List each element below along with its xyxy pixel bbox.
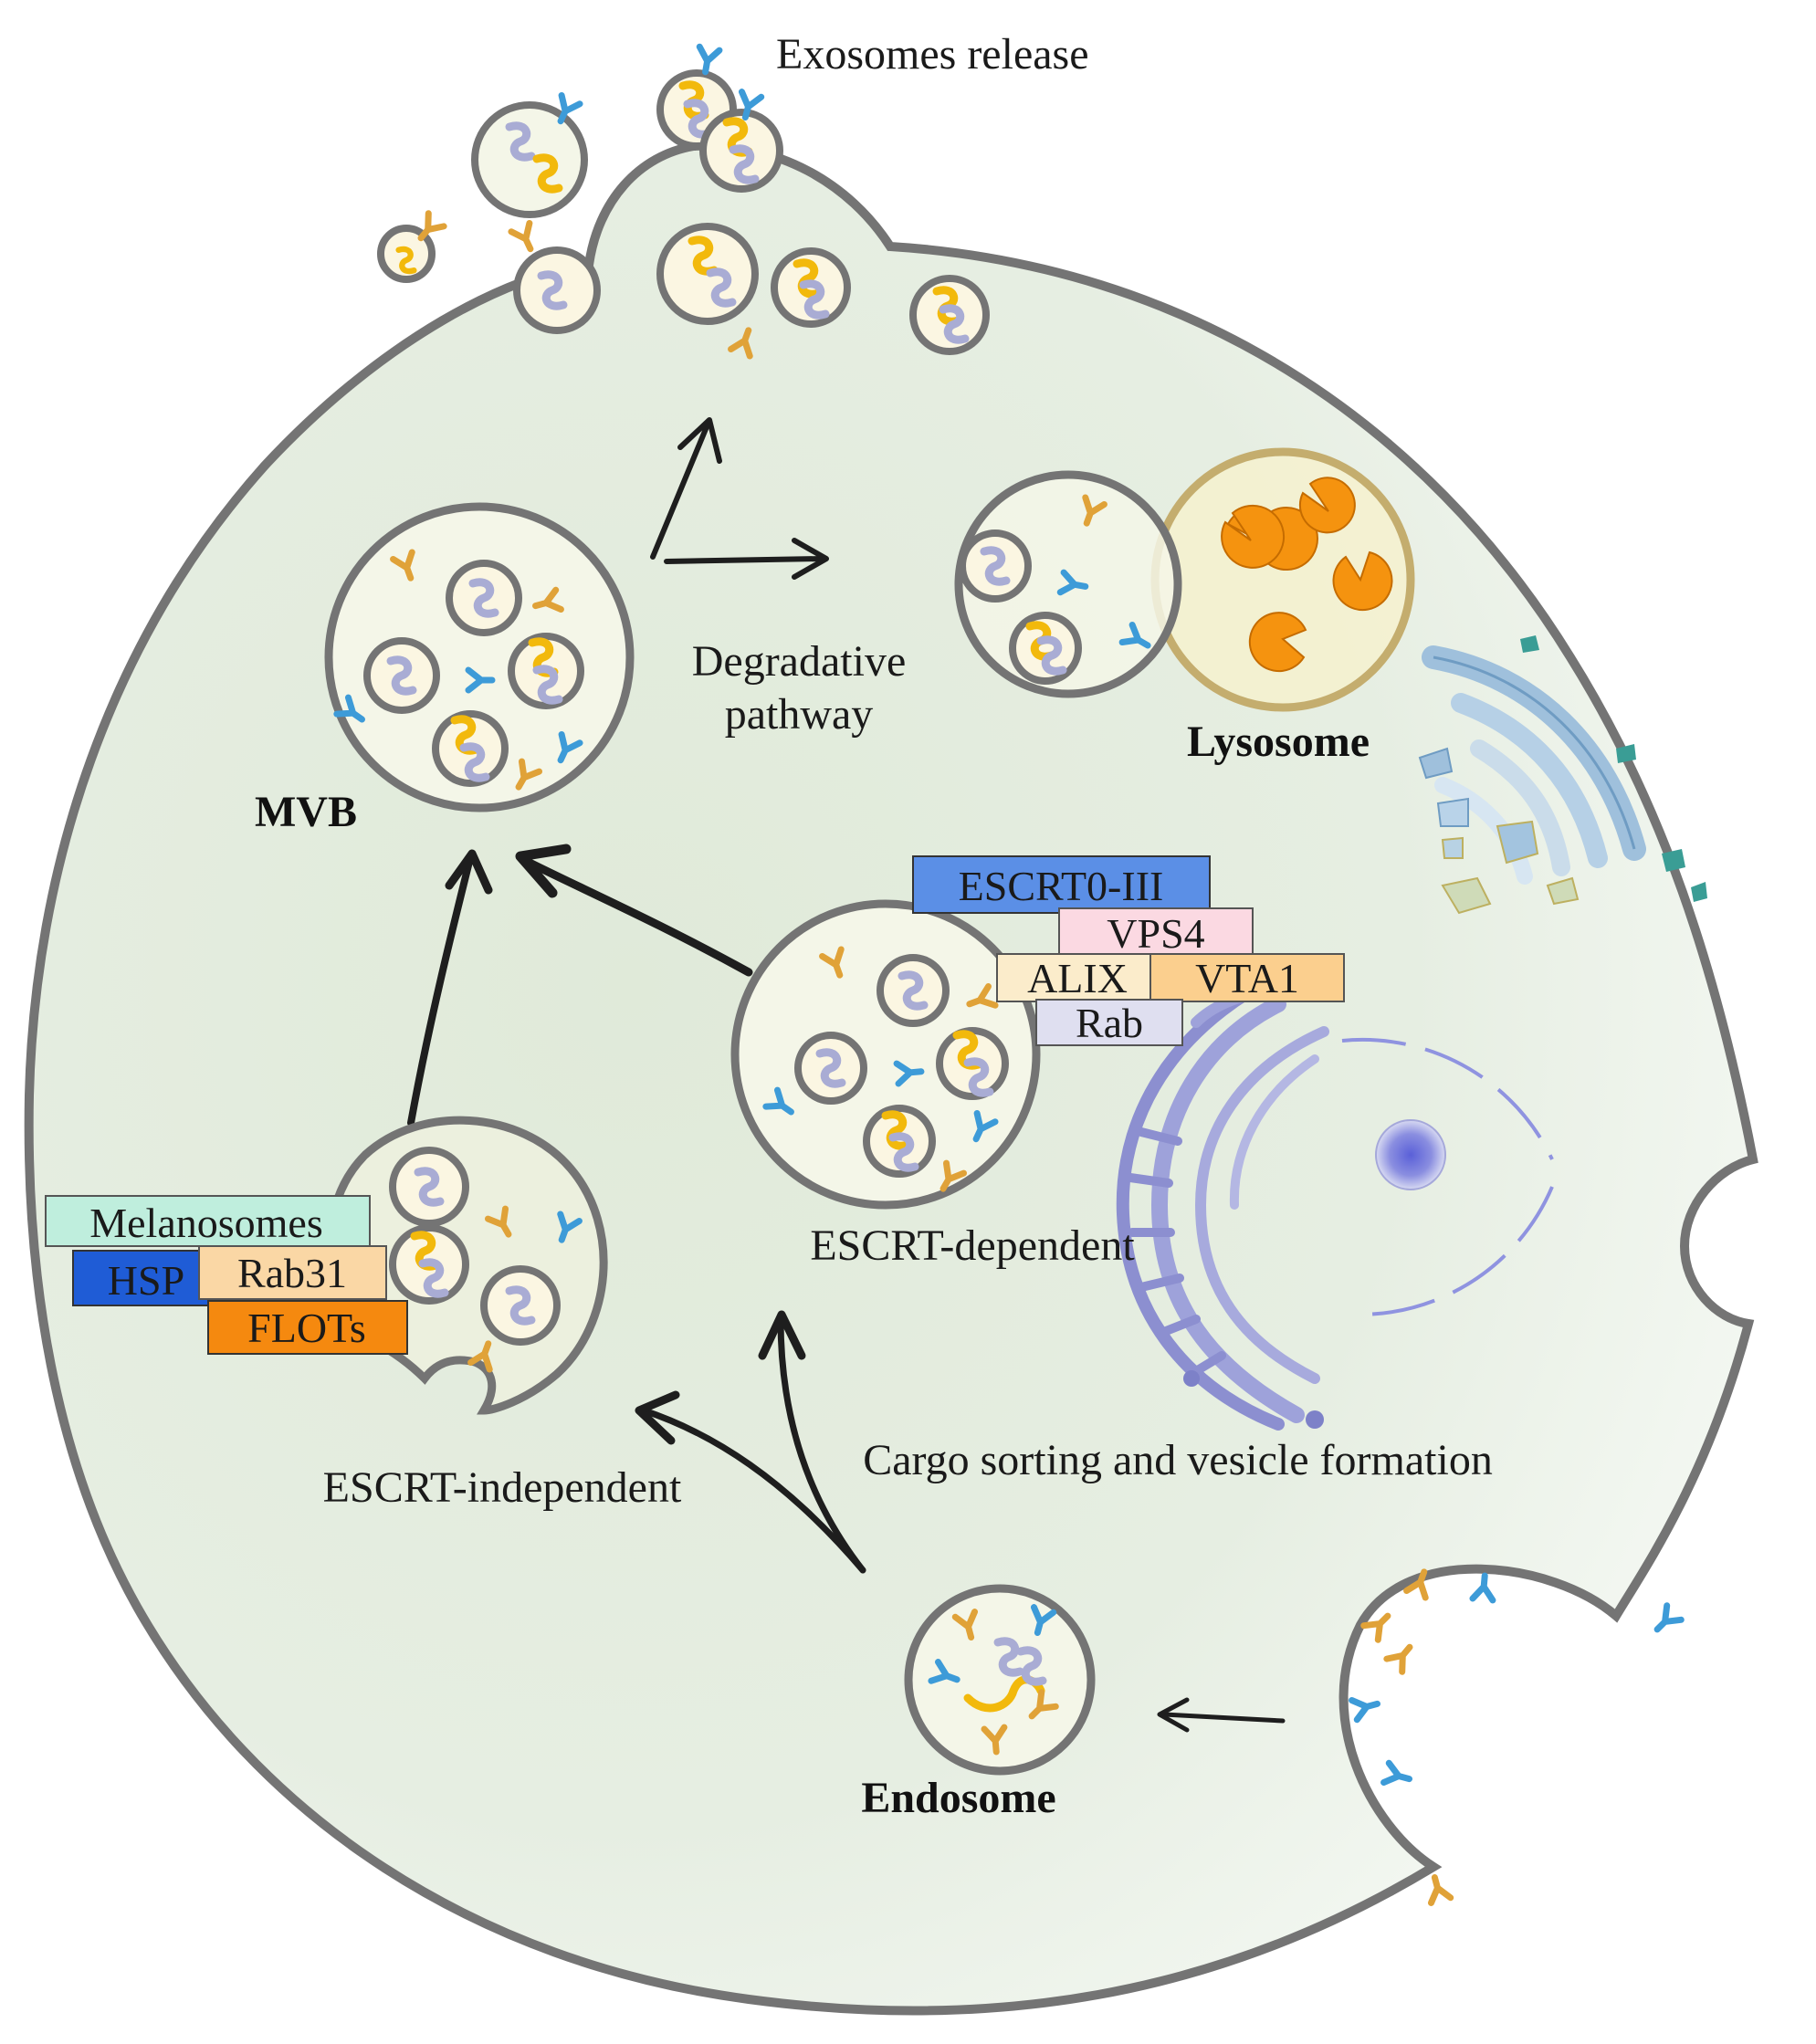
- arrow-to-escrt-independent: [640, 1407, 866, 1574]
- arrow-to-exosomes: [650, 422, 710, 560]
- arrow-to-endosome: [1161, 1712, 1286, 1724]
- hsp-label: HSP: [108, 1257, 184, 1304]
- arrowhead-to-exosomes: [677, 417, 722, 464]
- vta1-box: [1149, 953, 1345, 1002]
- endoplasmic-reticulum: [1116, 961, 1329, 1431]
- exosome-release-cluster: [377, 47, 990, 356]
- arrowhead-to-lysosome: [792, 538, 829, 580]
- degradative-label-line1: Degradative: [692, 637, 907, 686]
- pathway-arrows: [407, 417, 1286, 1733]
- golgi-apparatus: [1418, 635, 1707, 915]
- arrowhead-to-escrt-independent: [635, 1390, 680, 1445]
- arrow-to-lysosome: [664, 556, 824, 564]
- mvb-label: MVB: [255, 788, 357, 836]
- mvb-fusing-lysosome: [954, 470, 1182, 698]
- degradative-label-line2: pathway: [725, 690, 874, 739]
- escrt0-iii-box: [912, 855, 1211, 914]
- lysosome-enzymes: [1221, 477, 1393, 673]
- rab-label: Rab: [1076, 1000, 1143, 1046]
- arrowhead-to-endosome: [1157, 1697, 1190, 1733]
- lysosome-label: Lysosome: [1187, 718, 1370, 766]
- escrt-dependent-factors: ESCRT0-III VPS4 ALIX VTA1 Rab: [912, 855, 1345, 1046]
- arrowhead-escrt-dep-to-mvb: [515, 844, 572, 898]
- escrt-dependent-body: [730, 899, 1041, 1210]
- arrow-to-escrt-dependent: [777, 1315, 866, 1574]
- alix-box: [996, 953, 1158, 1002]
- melanosomes-box: [45, 1195, 371, 1247]
- vta1-label: VTA1: [1195, 955, 1299, 1001]
- arrow-escrt-indep-to-mvb: [407, 854, 474, 1127]
- endosome-label: Endosome: [861, 1774, 1055, 1822]
- nucleolus: [1375, 1119, 1446, 1190]
- rab31-label: Rab31: [237, 1250, 347, 1296]
- vps4-label: VPS4: [1107, 910, 1204, 957]
- nucleus: [1341, 1037, 1554, 1317]
- alix-label: ALIX: [1027, 955, 1128, 1001]
- exosomes-release-label: Exosomes release: [776, 30, 1089, 79]
- flots-label: FLOTs: [247, 1305, 366, 1351]
- escrt-dependent-label: ESCRT-dependent: [810, 1221, 1135, 1270]
- rab-box: [1035, 999, 1183, 1046]
- arrowhead-to-escrt-dependent: [758, 1310, 806, 1360]
- escrt-independent-factors: Melanosomes HSP Rab31 FLOTs: [45, 1195, 408, 1355]
- escrt0-iii-label: ESCRT0-III: [959, 863, 1164, 909]
- arrowhead-escrt-indep-to-mvb: [445, 849, 493, 895]
- cargo-sorting-label: Cargo sorting and vesicle formation: [863, 1436, 1493, 1484]
- endosome-body: [904, 1584, 1096, 1776]
- escrt-independent-label: ESCRT-independent: [323, 1463, 682, 1512]
- mvb: [324, 502, 635, 812]
- arrow-escrt-dep-to-mvb: [525, 858, 753, 977]
- melanosomes-label: Melanosomes: [89, 1200, 323, 1246]
- rab31-box: [198, 1245, 387, 1300]
- flots-box: [207, 1300, 408, 1355]
